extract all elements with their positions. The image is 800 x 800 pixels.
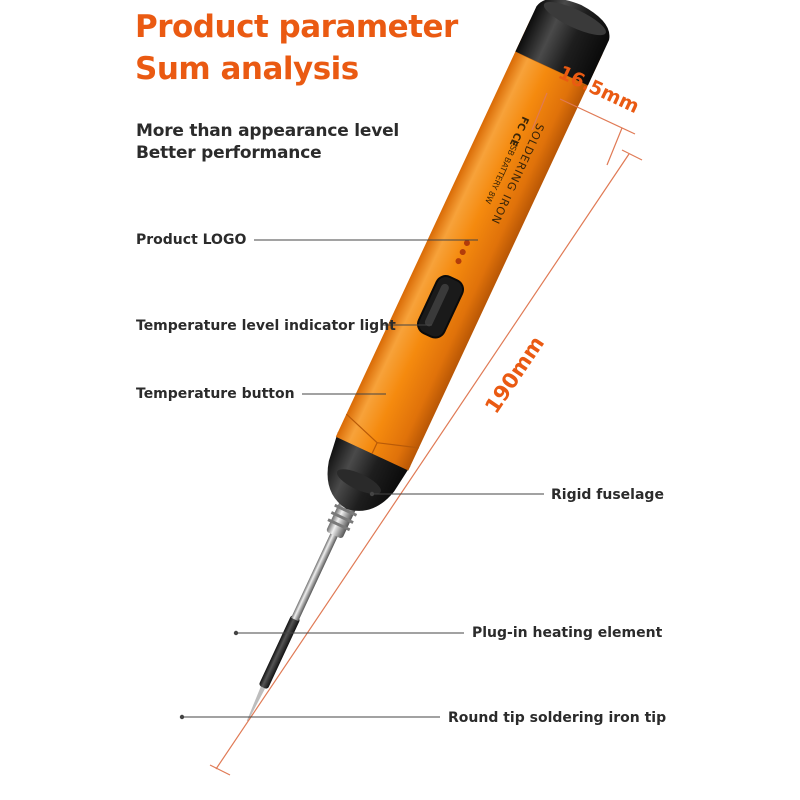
indicator-light-2 (459, 249, 466, 256)
callout-lines (182, 239, 544, 718)
callout-logo-label: Product LOGO (136, 232, 247, 248)
callout-heating-label: Plug-in heating element (472, 625, 663, 641)
title-line-1: Product parameter (135, 9, 458, 45)
callout-fuselage-label: Rigid fuselage (551, 487, 664, 503)
width-dimension (531, 92, 636, 166)
iron-tip (246, 530, 339, 722)
length-ext-bottom (209, 764, 231, 776)
subtitle-line-1: More than appearance level (136, 121, 400, 141)
length-ext-top (621, 149, 643, 161)
front-cap (327, 432, 411, 511)
length-dimension-line (215, 153, 630, 770)
indicator-light-3 (455, 258, 462, 265)
title-line-2: Sum analysis (135, 51, 359, 87)
length-value: 190mm (480, 332, 549, 418)
callout-button-label: Temperature button (136, 386, 295, 402)
length-dimension (209, 149, 643, 776)
callout-indicator-label: Temperature level indicator light (136, 318, 396, 334)
indicator-light-1 (463, 239, 470, 246)
width-ext-right (606, 127, 623, 166)
page-subtitle: More than appearance level Better perfor… (136, 120, 399, 164)
callout-tip-label: Round tip soldering iron tip (448, 710, 667, 726)
width-ext-left (531, 92, 548, 131)
soldering-iron: SOLDERING IRON USB BATTERY 8W FC CE (246, 0, 610, 722)
page-title: Product parameter Sum analysis (135, 6, 458, 90)
width-dimension-line (559, 98, 636, 135)
iron-body (335, 19, 603, 471)
subtitle-line-2: Better performance (136, 143, 322, 163)
